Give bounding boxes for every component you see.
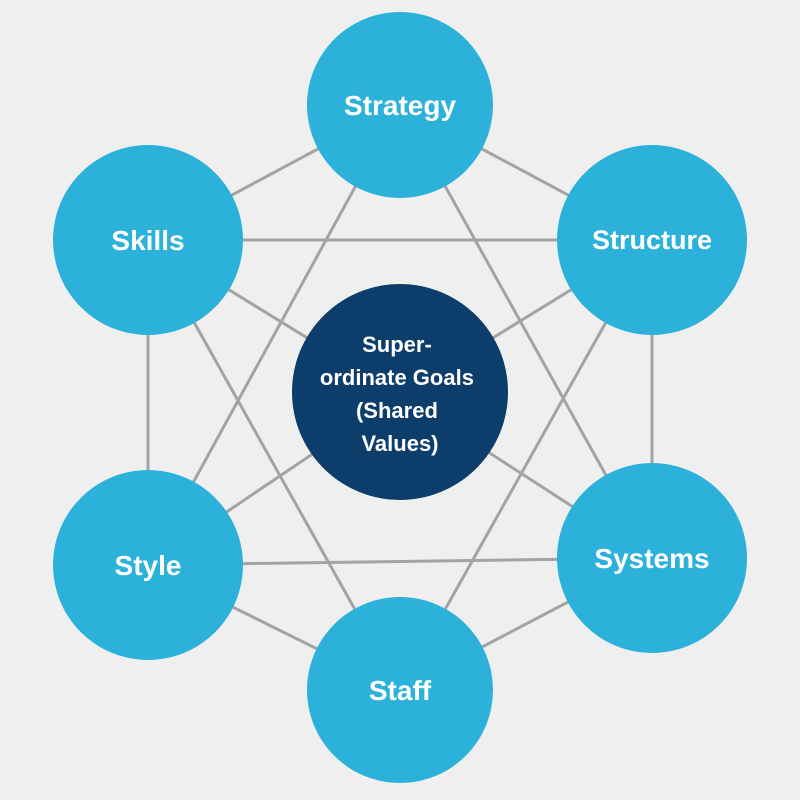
node-systems-label: Systems — [594, 543, 709, 574]
node-skills: Skills — [53, 145, 243, 335]
center-label-line-2: ordinate Goals — [320, 365, 474, 390]
node-structure-label: Structure — [592, 225, 712, 255]
node-strategy-circle — [307, 12, 493, 198]
center-circle — [292, 284, 508, 500]
node-structure: Structure — [557, 145, 747, 335]
center-node: Super- ordinate Goals (Shared Values) — [292, 284, 508, 500]
node-strategy-label: Strategy — [344, 90, 456, 121]
node-systems: Systems — [557, 463, 747, 653]
node-staff-circle — [307, 597, 493, 783]
node-style: Style — [53, 470, 243, 660]
node-skills-circle — [53, 145, 243, 335]
node-style-circle — [53, 470, 243, 660]
center-label: Super- ordinate Goals (Shared Values) — [320, 332, 480, 456]
node-strategy: Strategy — [307, 12, 493, 198]
center-label-line-1: Super- — [362, 332, 432, 357]
center-label-line-4: Values) — [361, 431, 438, 456]
node-structure-circle — [557, 145, 747, 335]
node-staff: Staff — [307, 597, 493, 783]
center-label-line-3: (Shared — [356, 398, 438, 423]
node-staff-label: Staff — [369, 675, 432, 706]
node-style-label: Style — [115, 550, 182, 581]
node-skills-label: Skills — [111, 225, 184, 256]
node-systems-circle — [557, 463, 747, 653]
